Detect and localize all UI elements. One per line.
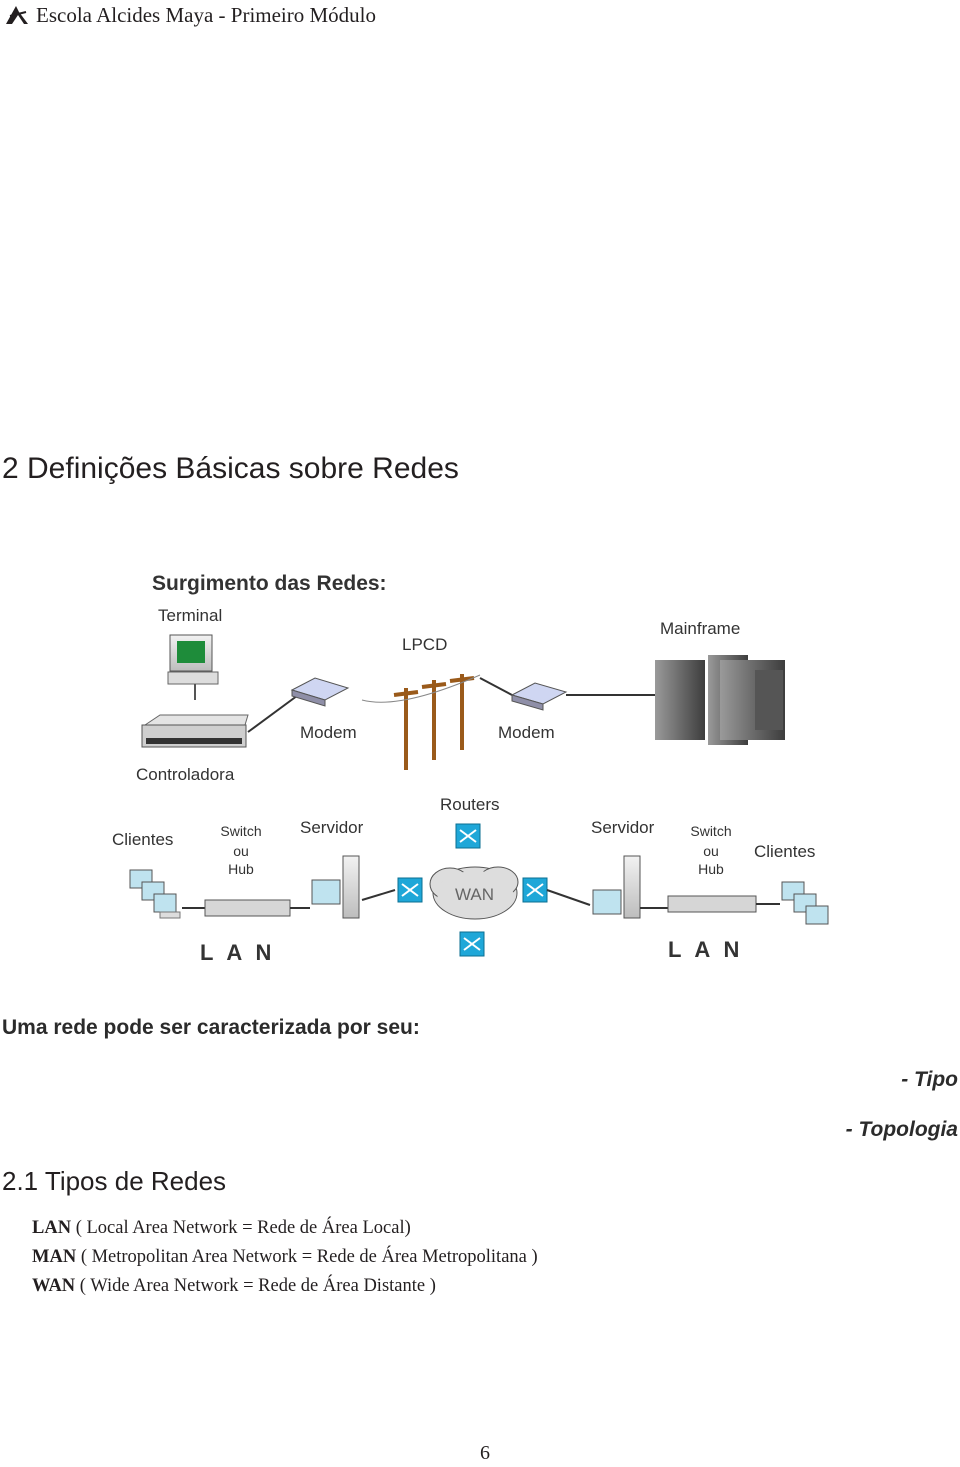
modem-left-icon (290, 677, 350, 707)
label-clientes-right: Clientes (754, 842, 815, 861)
network-evolution-figure: Surgimento das Redes: Terminal LPCD Main… (112, 572, 829, 965)
section-title: 2 Definições Básicas sobre Redes (2, 452, 459, 485)
label-switch-left-1: Switch (220, 823, 261, 839)
label-mainframe: Mainframe (660, 619, 740, 638)
page-number: 6 (480, 1442, 490, 1464)
label-routers: Routers (440, 795, 500, 814)
controller-icon (141, 714, 249, 748)
clients-right-icon (781, 881, 829, 925)
wan-cloud-icon (429, 866, 519, 920)
switch-right-icon (667, 895, 757, 913)
characteristic-tipo: - Tipo (901, 1068, 958, 1091)
characteristic-topologia: - Topologia (845, 1118, 958, 1141)
label-clientes-left: Clientes (112, 830, 173, 849)
page-header: Escola Alcides Maya - Primeiro Módulo (4, 2, 376, 28)
label-switch-left-3: Hub (228, 861, 254, 877)
label-modem-right: Modem (498, 723, 555, 742)
intro-text: Uma rede pode ser caracterizada por seu: (2, 1016, 420, 1039)
label-servidor-left: Servidor (300, 818, 364, 837)
server-right-icon (592, 855, 641, 919)
subsection-title: 2.1 Tipos de Redes (2, 1166, 227, 1196)
network-type-wan: WAN ( Wide Area Network = Rede de Área D… (32, 1276, 436, 1296)
switch-left-icon (204, 899, 291, 917)
network-type-lan: LAN ( Local Area Network = Rede de Área … (32, 1218, 411, 1238)
network-types-list: LAN ( Local Area Network = Rede de Área … (32, 1214, 538, 1301)
terminal-icon (167, 634, 219, 700)
header-title: Escola Alcides Maya - Primeiro Módulo (36, 2, 377, 27)
clients-left-icon (129, 869, 181, 919)
mainframe-icon (655, 655, 785, 745)
label-switch-left-2: ou (233, 843, 249, 859)
network-type-man: MAN ( Metropolitan Area Network = Rede d… (32, 1247, 538, 1267)
server-left-icon (311, 855, 360, 919)
label-lan-left: L A N (200, 940, 275, 965)
label-terminal: Terminal (158, 606, 222, 625)
label-wan: WAN (455, 885, 494, 904)
label-lan-right: L A N (668, 937, 743, 962)
label-lpcd: LPCD (402, 635, 447, 654)
figure-title: Surgimento das Redes: (152, 572, 387, 595)
modem-right-icon (510, 682, 568, 711)
label-modem-left: Modem (300, 723, 357, 742)
label-servidor-right: Servidor (591, 818, 655, 837)
label-switch-right-1: Switch (690, 823, 731, 839)
phone-line-poles-icon (361, 674, 481, 770)
school-logo-icon (6, 6, 28, 24)
label-switch-right-3: Hub (698, 861, 724, 877)
label-controladora: Controladora (136, 765, 235, 784)
label-switch-right-2: ou (703, 843, 719, 859)
